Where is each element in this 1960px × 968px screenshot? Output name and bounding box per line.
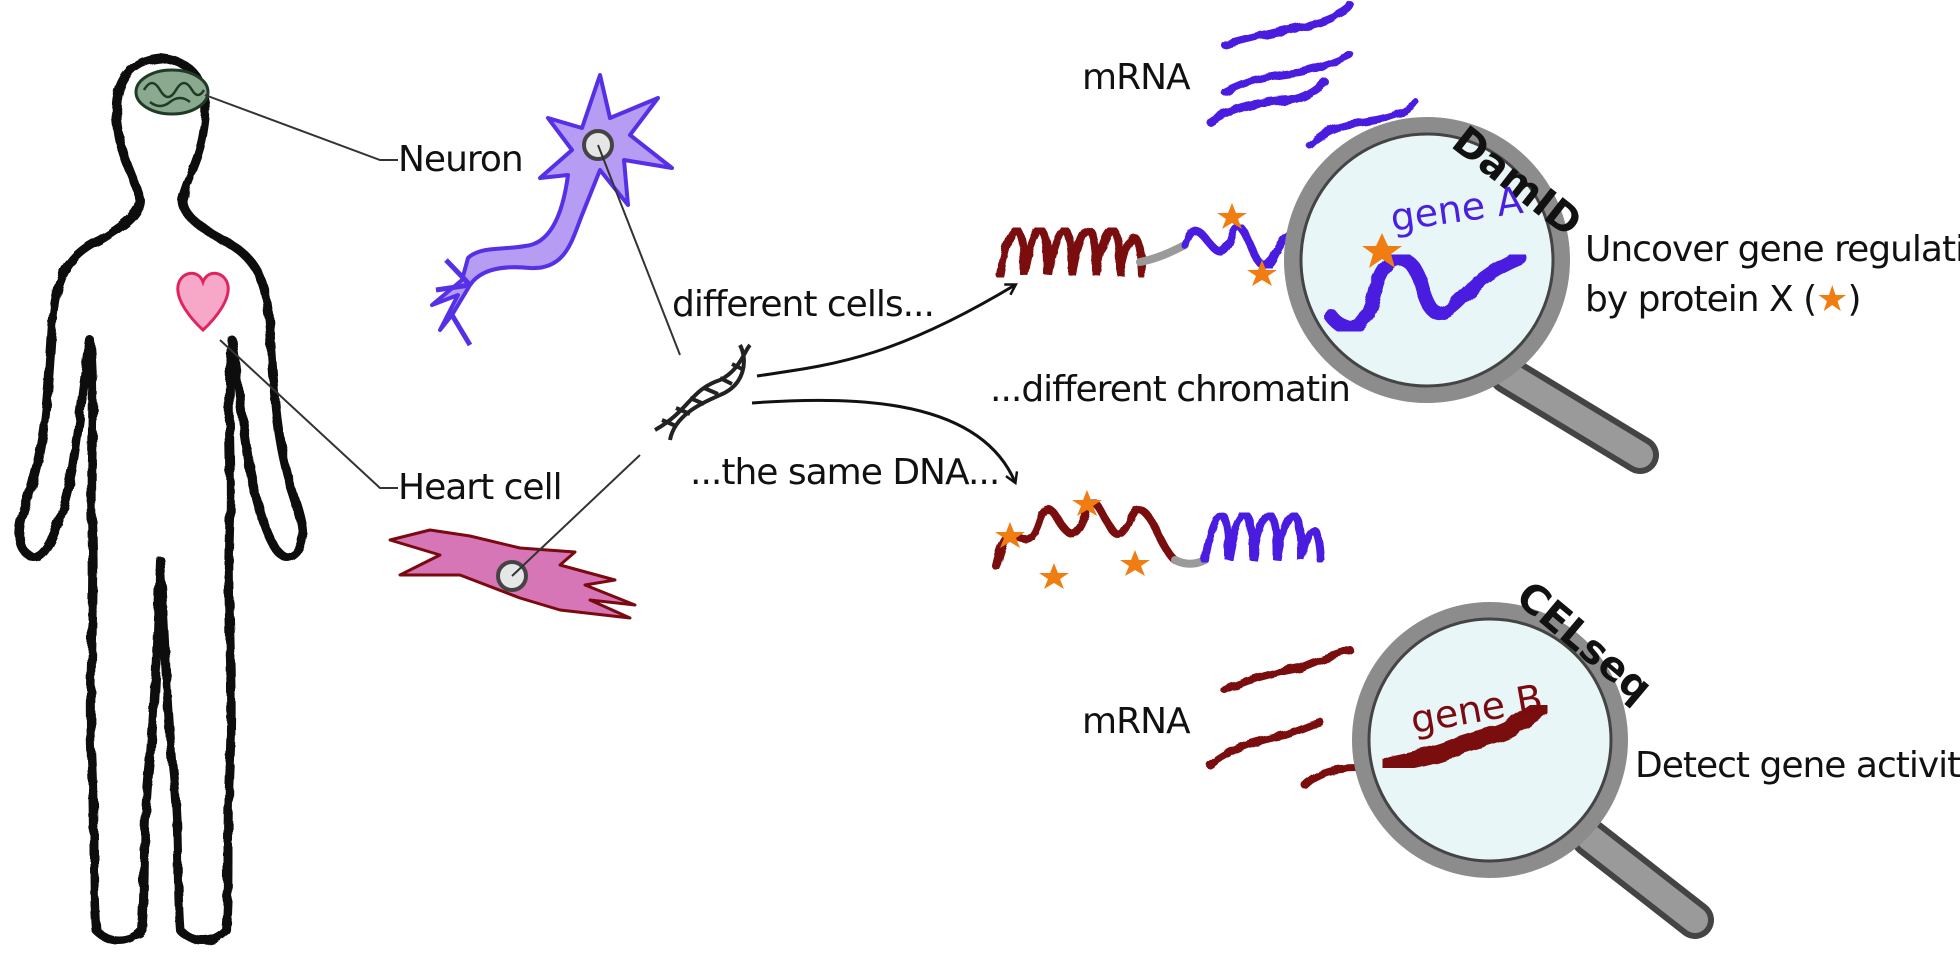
arrow-to-heart-chromatin [751, 398, 1015, 482]
heart-leader-line [219, 339, 398, 489]
mrna-top-strands [1206, 1, 1419, 149]
neuron-to-dna-line [597, 144, 681, 356]
heartcell-to-dna-line [511, 454, 641, 577]
mrna-top-label: mRNA [1082, 57, 1191, 98]
damid-caption-line2-close: ) [1847, 279, 1861, 320]
arrows [751, 285, 1015, 482]
same-dna-label: ...the same DNA... [690, 452, 1000, 493]
star-icon [1072, 490, 1102, 516]
different-cells-label: different cells... [672, 284, 935, 325]
neuron-icon [430, 73, 674, 347]
heart-cell-icon [388, 528, 637, 620]
star-icon [1217, 203, 1247, 229]
star-icon [1247, 260, 1277, 286]
damid-caption-line1: Uncover gene regulation [1585, 229, 1960, 270]
star-icon [1039, 563, 1069, 589]
celseq-caption: Detect gene activity [1635, 745, 1960, 786]
mrna-bottom-label: mRNA [1082, 701, 1191, 742]
damid-caption-line2-text: by protein X ( [1585, 279, 1817, 320]
leader-lines [204, 94, 681, 577]
star-icon: ★ [1816, 279, 1848, 320]
magnifier-damid [1284, 117, 1659, 474]
brain-icon [134, 68, 210, 116]
heart-icon [176, 271, 230, 333]
heart-cell-label: Heart cell [398, 467, 563, 508]
star-icon [1362, 233, 1402, 268]
dna-helix-icon [654, 343, 752, 441]
damid-caption-line2: by protein X (★) [1585, 279, 1862, 320]
magnifier-celseq [1352, 602, 1714, 939]
neuron-label: Neuron [398, 139, 524, 180]
heartcell-chromatin [992, 499, 1325, 570]
star-icon [995, 522, 1025, 548]
brain-leader-line [204, 94, 398, 161]
star-icon [1120, 550, 1150, 576]
neuron-chromatin [996, 222, 1304, 279]
different-chromatin-label: ...different chromatin [990, 369, 1351, 410]
human-body-outline [14, 53, 308, 945]
arrow-to-neuron-chromatin [756, 285, 1015, 378]
protein-x-stars [995, 203, 1277, 589]
